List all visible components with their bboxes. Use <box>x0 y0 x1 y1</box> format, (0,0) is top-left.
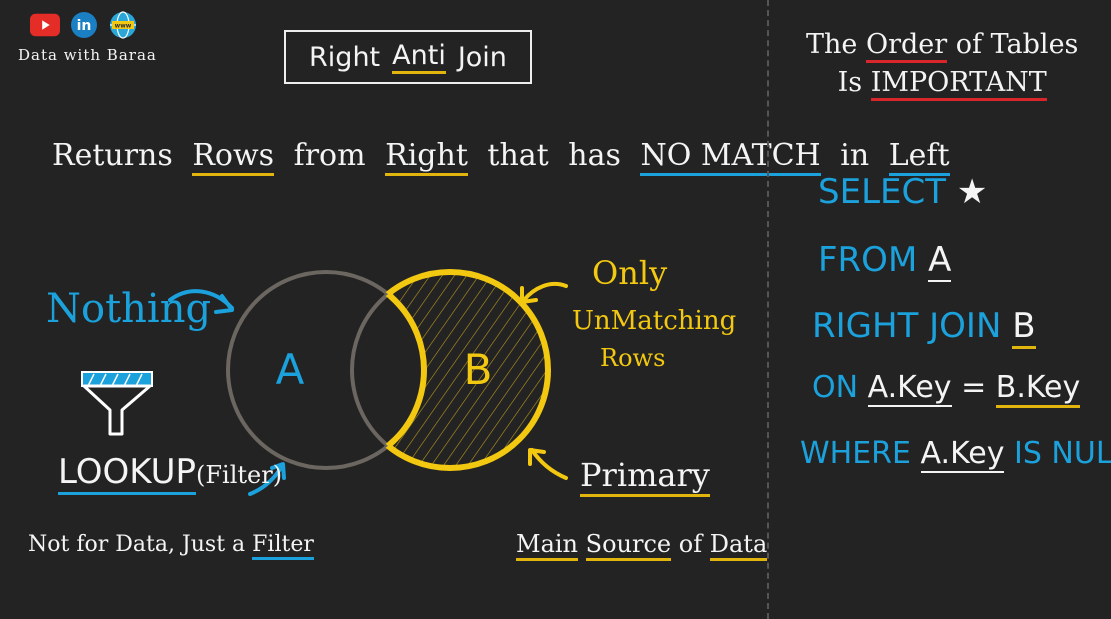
main-source-note: Main Source of Data <box>516 530 768 561</box>
sql-select-line: SELECT ★ <box>818 172 987 212</box>
rows-label: Rows <box>600 344 666 372</box>
linkedin-glyph: in <box>77 18 92 34</box>
lookup-filter-paren: (Filter) <box>196 461 283 489</box>
subtitle-word: has <box>568 138 621 173</box>
order-note: The Order of Tables Is IMPORTANT <box>806 26 1078 102</box>
subtitle-word: NO MATCH <box>640 138 821 176</box>
order-note-word: of <box>955 29 983 60</box>
star-icon: ★ <box>956 172 988 212</box>
sql-where-keyword: WHERE <box>800 436 911 471</box>
source-word: Source <box>585 530 672 561</box>
sql-from-keyword: FROM <box>818 240 918 280</box>
sql-is-null-keyword: IS NULL <box>1014 436 1111 471</box>
lookup-label: LOOKUP(Filter) <box>58 452 283 495</box>
arrow-lookup <box>248 464 284 496</box>
primary-label: Primary <box>580 456 710 497</box>
data-word: Data <box>709 530 768 561</box>
sql-where-line: WHERE A.Key IS NULL <box>800 436 1111 473</box>
arrow-primary <box>530 448 568 480</box>
title-word: Join <box>457 41 507 73</box>
arrow-nothing-head <box>214 294 234 314</box>
website-glyph: www <box>115 23 132 30</box>
venn-b-only-region <box>352 272 548 468</box>
sql-from-line: FROM A <box>818 240 952 282</box>
venn-label-a: A <box>276 345 305 394</box>
subtitle-word: that <box>487 138 549 173</box>
unmatching-label: UnMatching <box>572 306 737 336</box>
not-for-data-note: Not for Data, Just a Filter <box>28 532 314 560</box>
arrow-lookup-head <box>270 462 286 480</box>
order-note-word: The <box>806 29 858 60</box>
venn-b-only-inner-edge <box>352 272 427 468</box>
nothing-label: Nothing <box>46 286 212 332</box>
sql-b-key: B.Key <box>995 370 1081 408</box>
brand-icons: in www <box>30 11 138 39</box>
order-note-word: Is <box>837 67 863 98</box>
sql-a-key: A.Key <box>867 370 952 407</box>
arrow-primary-head <box>528 448 546 466</box>
subtitle-word: from <box>293 138 366 173</box>
youtube-icon[interactable] <box>30 12 60 38</box>
primary-word: Primary <box>580 456 710 497</box>
sql-join-line: RIGHT JOIN B <box>812 306 1036 349</box>
funnel-icon <box>81 371 153 436</box>
order-note-word: Order <box>865 29 948 63</box>
order-note-line-1: The Order of Tables <box>806 26 1078 64</box>
website-icon[interactable]: www <box>108 11 138 39</box>
subtitle-word: Right <box>385 138 468 176</box>
sql-select-keyword: SELECT <box>818 172 946 212</box>
brand-name: Data with Baraa <box>18 46 157 64</box>
sql-on-keyword: ON <box>812 370 859 405</box>
subtitle-word: Rows <box>192 138 275 176</box>
sql-join-keyword: RIGHT JOIN <box>812 306 1002 346</box>
sql-table-b: B <box>1012 306 1036 349</box>
linkedin-icon[interactable]: in <box>69 12 99 38</box>
order-note-word: IMPORTANT <box>870 67 1047 101</box>
order-note-line-2: Is IMPORTANT <box>806 64 1078 102</box>
sql-equals: = <box>961 370 987 405</box>
arrow-only <box>522 281 568 302</box>
order-note-word: Tables <box>990 29 1079 60</box>
main-word: Main <box>516 530 579 561</box>
title-word: Anti <box>392 40 446 74</box>
not-for-data-text: Not for Data, Just a <box>28 532 246 557</box>
subtitle-word: Left <box>888 138 950 176</box>
subtitle-word: in <box>840 138 870 173</box>
only-label: Only <box>592 254 668 292</box>
lookup-word: LOOKUP <box>58 452 197 495</box>
sql-table-a: A <box>928 240 952 282</box>
subtitle: Returns Rows from Right that has NO MATC… <box>52 138 960 176</box>
sql-on-line: ON A.Key = B.Key <box>812 370 1081 408</box>
page-title: Right Anti Join <box>284 30 532 84</box>
title-word: Right <box>309 41 381 73</box>
arrow-only-head <box>520 286 538 304</box>
venn-label-b: B <box>464 345 493 394</box>
panel-divider <box>767 0 769 619</box>
filter-word: Filter <box>252 532 314 560</box>
sql-where-a-key: A.Key <box>920 436 1005 473</box>
venn-b-only-outline <box>349 269 551 471</box>
of-word: of <box>678 530 703 558</box>
subtitle-word: Returns <box>52 138 173 173</box>
